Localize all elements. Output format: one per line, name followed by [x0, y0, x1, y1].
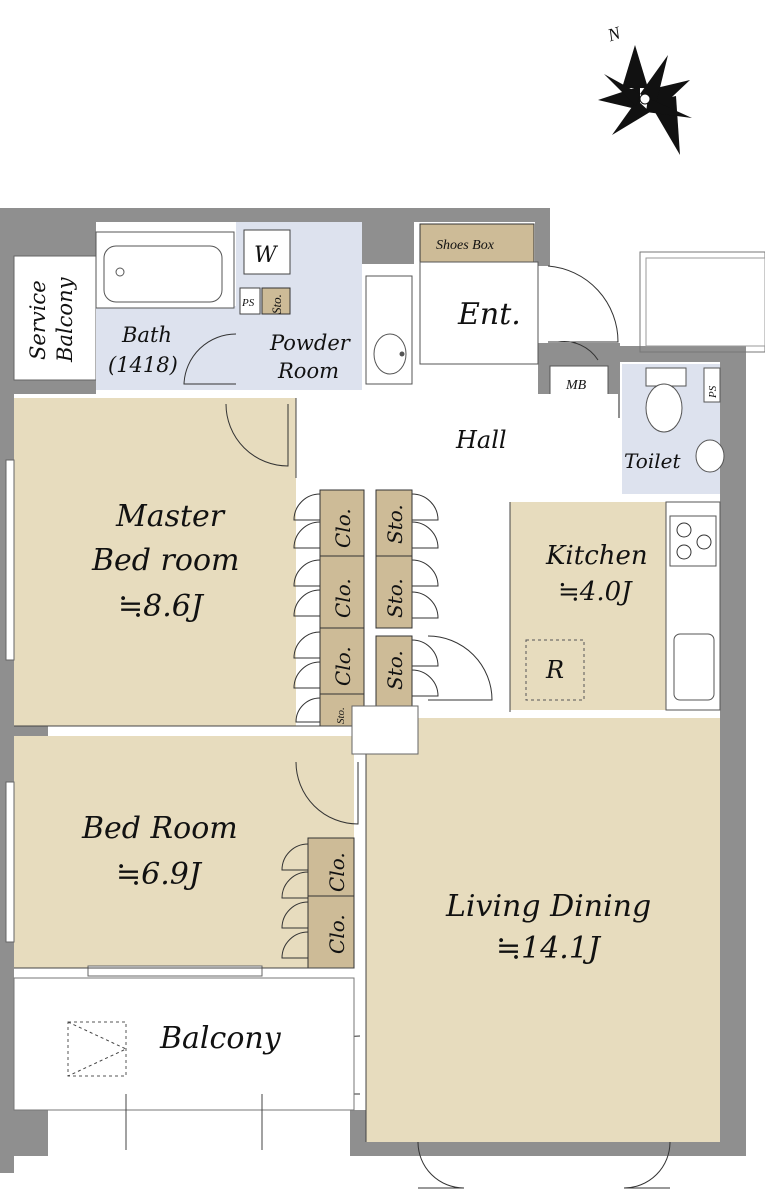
entrance-label: Ent. [457, 297, 521, 332]
living-dining-label: Living Dining [445, 889, 651, 924]
partition-lines [14, 398, 511, 1142]
living-dining-area [366, 718, 720, 1142]
living-dining-size: ≒14.1J [496, 931, 602, 966]
kitchen-size: ≒4.0J [558, 577, 633, 607]
bath-area [96, 306, 236, 390]
bedroom-size: ≒6.9J [116, 857, 203, 892]
toilet-label: Toilet [624, 449, 681, 473]
bedroom-clo-5: Clo. [325, 914, 349, 954]
kitchen-sink-icon [673, 633, 715, 701]
service-balcony-label-1: Service [26, 280, 50, 360]
bedroom-area [14, 736, 354, 968]
fridge-label: R [545, 656, 564, 684]
powder-room-label-2: Room [277, 359, 339, 383]
toilet-bowl-icon [645, 383, 683, 433]
bedroom-label: Bed Room [81, 811, 238, 846]
bathtub-icon [103, 245, 223, 303]
closet-clo-3: Clo. [331, 646, 355, 686]
bedroom-closet-1 [307, 837, 355, 897]
kitchen-label: Kitchen [545, 541, 648, 571]
washer-label-overlay: W [254, 243, 279, 268]
bath-label: Bath [121, 323, 172, 347]
stove-icon [669, 515, 717, 567]
closet-clo-2: Clo. [331, 578, 355, 618]
compass-north-label: N [604, 22, 623, 45]
shoes-box-label: Shoes Box [436, 238, 495, 253]
balcony-label: Balcony [159, 1021, 282, 1056]
storage-sto-1: Sto. [383, 504, 407, 544]
fridge-box [525, 639, 585, 701]
closet-sto-small: Sto. [335, 707, 347, 724]
shoes-box [419, 223, 535, 263]
compass-rose-icon [598, 45, 692, 155]
service-balcony-area [13, 255, 97, 381]
bedroom-clo-4: Clo. [325, 852, 349, 892]
master-bedroom-label-2: Bed room [91, 543, 239, 578]
master-closets [293, 489, 493, 727]
mb-label: MB [565, 378, 587, 393]
balcony-area [13, 977, 355, 1111]
entrance-area [419, 261, 539, 365]
kitchen-area [510, 502, 666, 710]
sto-top-label-overlay: Sto. [269, 294, 284, 314]
bath-size: (1418) [108, 353, 178, 377]
closet-clo-1: Clo. [331, 508, 355, 548]
bedroom-closet-2 [307, 895, 355, 969]
hall-area [296, 394, 618, 490]
hall-label: Hall [455, 426, 507, 454]
ps-right-label: PS [707, 385, 719, 399]
master-bedroom-size: ≒8.6J [118, 589, 205, 624]
service-balcony-label-2: Balcony [53, 276, 77, 363]
ps-top-label-overlay: PS [241, 297, 255, 309]
powder-room-label-1: Powder [269, 331, 352, 355]
storage-sto-2: Sto. [383, 578, 407, 618]
storage-sto-3: Sto. [383, 650, 407, 690]
master-bedroom-label-1: Master [115, 499, 226, 534]
sink-icon [373, 333, 407, 375]
